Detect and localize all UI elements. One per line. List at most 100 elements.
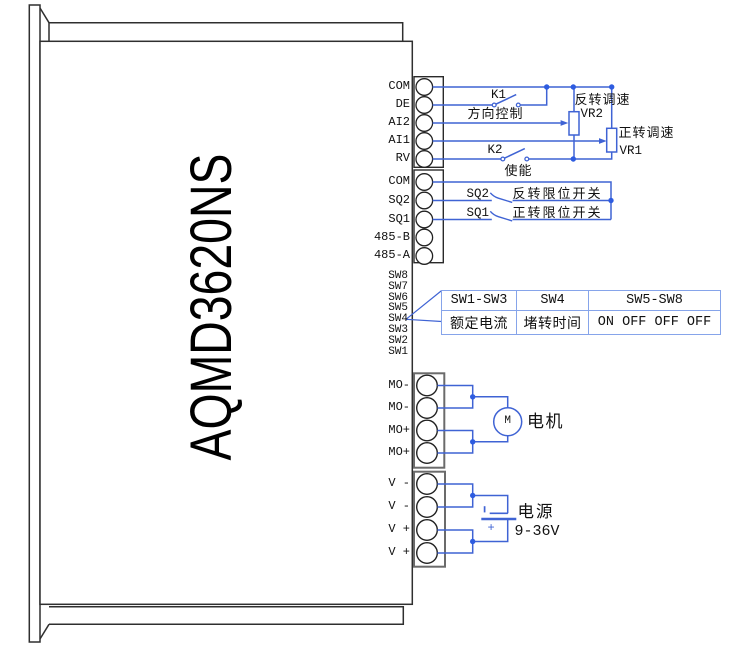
wire-mo4: [437, 441, 474, 454]
wire-mo2: [437, 396, 474, 409]
junction: [470, 492, 476, 499]
terminal-485a: [415, 247, 434, 265]
k2-contact-left: [500, 156, 506, 162]
dip-label-sw5: SW5: [388, 302, 408, 315]
pin-label-de: DE: [395, 97, 410, 111]
dip-label-sw8: SW8: [388, 269, 408, 282]
chassis-outline: [28, 4, 414, 643]
sq2-label: SQ2: [466, 186, 490, 201]
terminal-mo-plus-2: [416, 442, 439, 465]
dip-value-rated-current: 额定电流: [442, 311, 518, 334]
switch-sq1-blade: [489, 210, 513, 222]
wire-motor-bottom: [472, 435, 509, 443]
junction: [608, 197, 614, 204]
pin-label-485b: 485-B: [373, 229, 410, 244]
k2-caption: 使能: [504, 163, 533, 178]
terminal-ai1: [415, 132, 434, 150]
pin-label-v-plus-2: V +: [388, 545, 410, 559]
pin-label-rv: RV: [395, 151, 410, 165]
dip-header-sw5-sw8: SW5-SW8: [626, 293, 683, 308]
switch-sq2-blade: [489, 192, 513, 204]
vr1-caption: 正转调速: [618, 125, 675, 140]
junction: [544, 84, 550, 90]
wire-v2: [437, 495, 474, 508]
vr1-wiper-arrow: [599, 138, 607, 144]
mounting-plate: [28, 4, 41, 643]
dip-label-sw4: SW4: [388, 312, 408, 325]
terminal-com2: [415, 173, 434, 191]
pin-label-mo-minus-2: MO-: [388, 400, 410, 414]
pin-label-v-minus-1: V -: [388, 476, 410, 490]
wire-v3: [437, 529, 474, 542]
terminal-v-plus-1: [416, 519, 439, 542]
switch-contacts: [491, 102, 530, 162]
pin-label-v-plus-1: V +: [388, 522, 410, 536]
pin-label-sq2: SQ2: [388, 192, 410, 207]
junction: [609, 84, 615, 90]
terminal-v-plus-2: [416, 542, 439, 565]
pin-label-485a: 485-A: [373, 248, 410, 262]
dip-label-sw2: SW2: [388, 334, 408, 347]
pin-label-mo-plus-2: MO+: [388, 445, 410, 459]
battery-plus-mark: +: [487, 521, 495, 535]
device-body: [39, 40, 414, 606]
bottom-chamfer: [39, 623, 50, 640]
pin-label-sq1: SQ1: [388, 211, 410, 226]
terminal-v-minus-2: [416, 496, 439, 519]
dip-label-sw6: SW6: [388, 291, 408, 304]
terminal-mo-minus-2: [416, 397, 439, 420]
bottom-flange: [49, 605, 405, 626]
terminal-v-minus-1: [416, 473, 439, 496]
power-supply-voltage: 9-36V: [514, 523, 560, 540]
pin-label-ai1: AI1: [388, 133, 410, 147]
wire-battery-bottom: [472, 519, 509, 543]
switch-k1-blade: [495, 93, 517, 105]
wire-com2: [432, 181, 612, 220]
terminal-com1: [415, 78, 434, 96]
switch-k1-label: K1: [491, 87, 507, 102]
vr1-label: VR1: [619, 143, 643, 158]
dip-header-sw1-sw3: SW1-SW3: [442, 291, 518, 310]
vr2-label: VR2: [580, 106, 604, 121]
junction: [470, 538, 476, 545]
potentiometer-vr2: [568, 110, 580, 136]
dip-header-sw4: SW4: [517, 291, 590, 310]
motor-symbol: [492, 406, 523, 437]
junction: [470, 439, 476, 445]
vr2-caption: 反转调速: [574, 91, 631, 107]
junction-dots: [470, 84, 615, 545]
wiper-arrows: [560, 120, 607, 144]
switch-k2-blade: [504, 147, 526, 159]
junction: [470, 394, 476, 400]
motor-symbol-letter: M: [504, 415, 511, 428]
sq2-caption: 反转限位开关: [512, 186, 603, 201]
k1-caption: 方向控制: [467, 105, 524, 121]
pin-label-mo-minus-1: MO-: [388, 377, 410, 392]
wire-motor-top: [472, 396, 509, 408]
terminal-485b: [415, 228, 434, 247]
k1-contact-left: [491, 102, 497, 108]
dip-label-sw3: SW3: [388, 323, 408, 336]
pin-label-mo-plus-1: MO+: [388, 422, 410, 437]
k1-contact-right: [515, 102, 521, 108]
wire-battery-top: [472, 494, 509, 514]
dip-value-stall-time: 堵转时间: [517, 311, 590, 334]
switch-k2-label: K2: [487, 142, 503, 157]
terminal-de: [415, 96, 434, 114]
vr2-wiper-arrow: [560, 120, 569, 126]
wire-v1: [437, 483, 474, 496]
potentiometer-vr1: [605, 127, 618, 153]
power-supply-caption: 电源: [517, 502, 555, 521]
top-chamfer: [39, 7, 50, 24]
terminal-ai2: [415, 114, 434, 132]
pin-label-com1: COM: [388, 79, 410, 93]
motor-caption: 电机: [527, 411, 564, 431]
terminal-sq1: [415, 210, 434, 229]
sq1-label: SQ1: [466, 205, 490, 220]
wire-rv-right: [528, 152, 613, 160]
pin-label-v-minus-2: V -: [388, 499, 410, 513]
power-screws: [416, 374, 439, 565]
dip-value-sw5-sw8-setting: ON OFF OFF OFF: [597, 315, 712, 330]
dip-table-header-row: SW1-SW3 SW4 SW5-SW8: [442, 291, 720, 311]
